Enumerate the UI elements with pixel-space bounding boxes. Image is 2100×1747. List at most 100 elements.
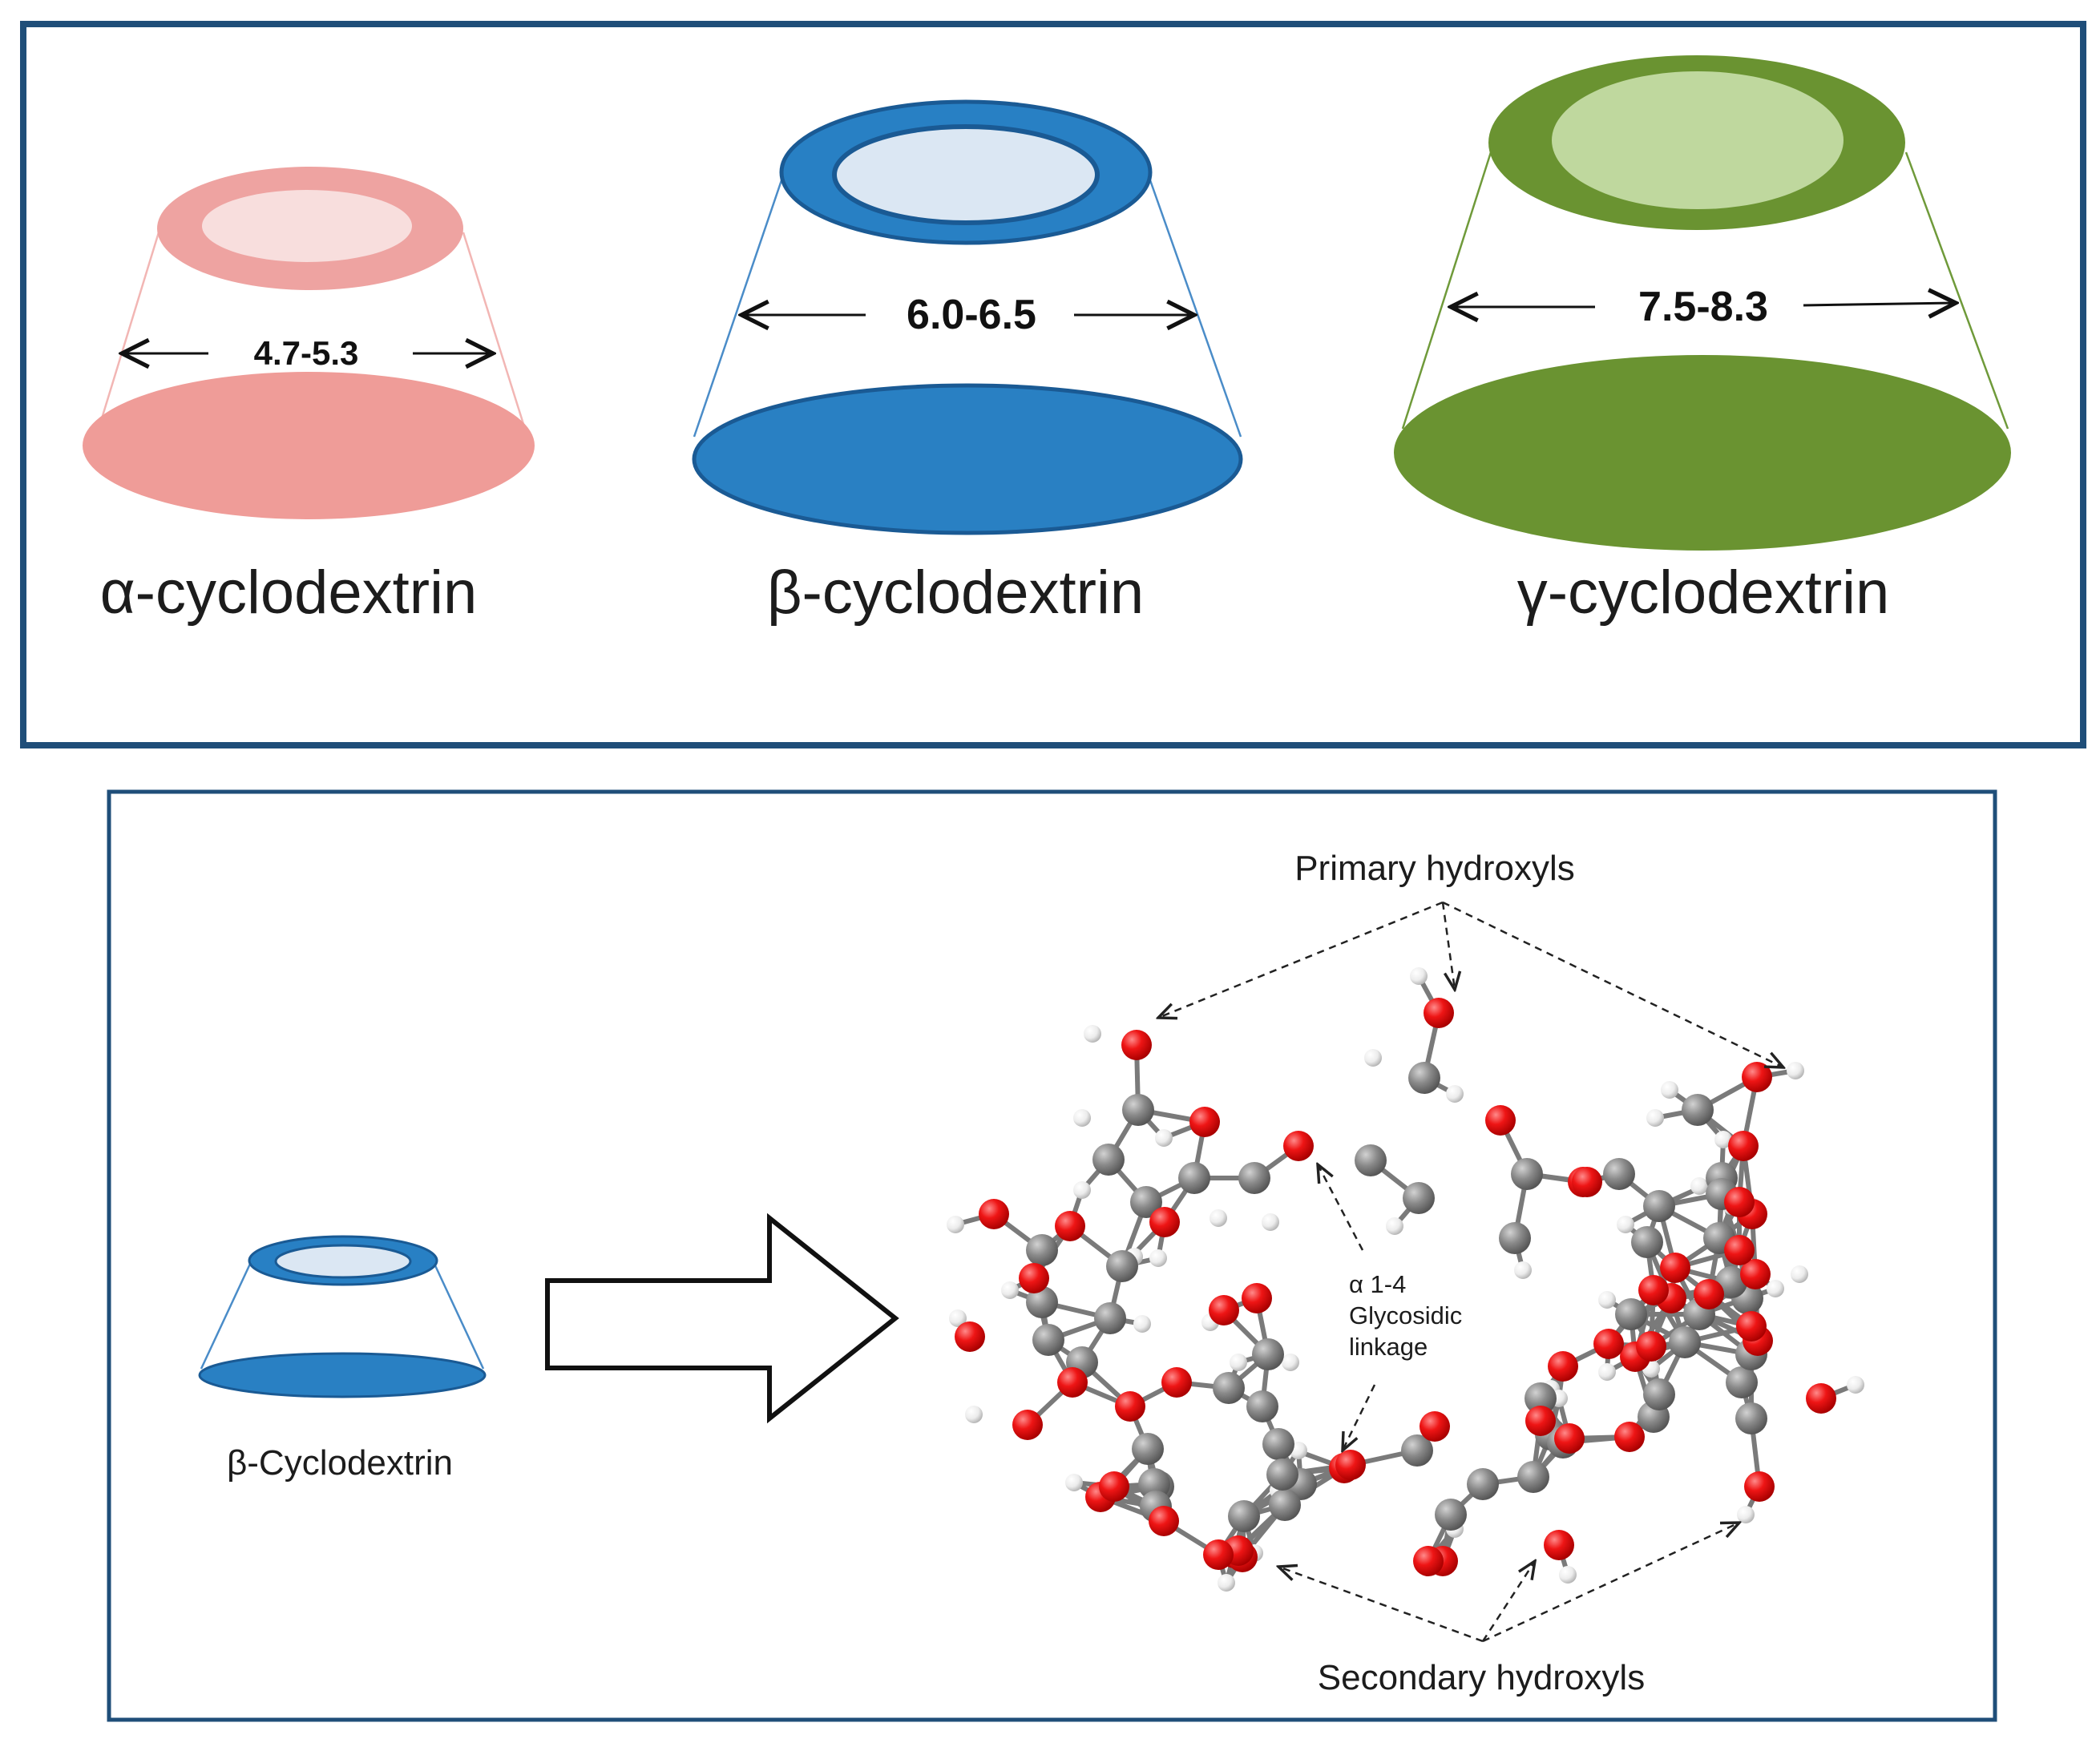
carbon-atom xyxy=(1246,1390,1278,1422)
hydrogen-atom xyxy=(1767,1280,1784,1297)
hydrogen-atom xyxy=(1149,1249,1167,1267)
carbon-atom xyxy=(1517,1461,1549,1493)
carbon-atom xyxy=(1178,1162,1210,1194)
carbon-atom xyxy=(1130,1186,1162,1218)
alpha-cyclodextrin-label: α-cyclodextrin xyxy=(100,559,478,627)
alpha-cyclodextrin-cone: 4.7-5.3 xyxy=(83,167,535,519)
oxygen-atom xyxy=(1283,1131,1314,1161)
oxygen-atom xyxy=(1736,1311,1767,1342)
carbon-atom xyxy=(1403,1182,1435,1214)
primary-hydroxyls-label: Primary hydroxyls xyxy=(1294,849,1575,888)
carbon-atom xyxy=(1735,1402,1767,1434)
oxygen-atom xyxy=(1660,1253,1690,1283)
carbon-atom xyxy=(1643,1190,1675,1222)
hydrogen-atom xyxy=(1210,1209,1227,1227)
carbon-atom xyxy=(1213,1372,1245,1404)
carbon-atom xyxy=(1132,1433,1164,1465)
gamma-cavity-diameter: 7.5-8.3 xyxy=(1638,284,1768,330)
hydrogen-atom xyxy=(1646,1109,1664,1127)
secondary-hydroxyls-label: Secondary hydroxyls xyxy=(1318,1658,1645,1697)
carbon-atom xyxy=(1266,1459,1298,1491)
beta-cavity xyxy=(832,124,1100,225)
carbon-atom xyxy=(1228,1500,1260,1532)
carbon-atom xyxy=(1252,1338,1284,1370)
oxygen-atom xyxy=(1121,1030,1152,1060)
hydrogen-atom xyxy=(1073,1181,1091,1199)
beta-cavity-diameter: 6.0-6.5 xyxy=(907,292,1036,338)
carbon-atom xyxy=(1467,1468,1499,1500)
hydrogen-atom xyxy=(1690,1177,1708,1195)
oxygen-atom xyxy=(1554,1423,1585,1454)
carbon-atom xyxy=(1631,1226,1663,1258)
hydrogen-atom xyxy=(1364,1049,1382,1067)
oxygen-atom xyxy=(1636,1331,1666,1362)
hydrogen-atom xyxy=(1737,1506,1755,1523)
oxygen-atom xyxy=(1149,1207,1180,1237)
hydrogen-atom xyxy=(1001,1281,1019,1299)
carbon-atom xyxy=(1092,1144,1125,1176)
glycosidic-linkage-pointers xyxy=(1318,1164,1376,1450)
oxygen-atom xyxy=(1012,1410,1043,1440)
alpha-base xyxy=(83,372,535,519)
oxygen-atom xyxy=(1057,1367,1088,1398)
carbon-atom xyxy=(1262,1428,1294,1460)
gamma-cyclodextrin-cone: 7.5-8.3 xyxy=(1394,55,2011,551)
carbon-atom xyxy=(1669,1326,1701,1358)
carbon-atom xyxy=(1269,1489,1301,1521)
oxygen-atom xyxy=(1638,1275,1669,1305)
beta-cyclodextrin-icon xyxy=(198,1235,487,1398)
carbon-atom xyxy=(1355,1144,1387,1176)
hydrogen-atom xyxy=(1559,1566,1577,1584)
hydrogen-atom xyxy=(1410,967,1428,985)
oxygen-atom xyxy=(1420,1411,1450,1442)
secondary-hydroxyl-pointers xyxy=(1278,1523,1739,1643)
oxygen-atom xyxy=(1115,1391,1145,1422)
beta-cyclodextrin-cone: 6.0-6.5 xyxy=(692,99,1243,535)
gamma-base xyxy=(1394,355,2011,551)
carbon-atom xyxy=(1435,1499,1467,1531)
hydrogen-atom xyxy=(1617,1216,1634,1233)
hydrogen-atom xyxy=(1446,1085,1464,1103)
oxygen-atom xyxy=(1485,1105,1516,1136)
carbon-atom xyxy=(1643,1378,1675,1410)
oxygen-atom xyxy=(979,1199,1009,1229)
hydrogen-atom xyxy=(1073,1109,1091,1127)
hydrogen-atom xyxy=(1262,1213,1279,1231)
alpha-cavity xyxy=(202,190,412,262)
beta-cyclodextrin-icon-label: β-Cyclodextrin xyxy=(227,1443,453,1483)
primary-hydroxyl-pointers xyxy=(1158,901,1783,1067)
beta-cyclodextrin-label: β-cyclodextrin xyxy=(767,559,1144,627)
carbon-atom xyxy=(1499,1222,1531,1254)
carbon-atom xyxy=(1026,1234,1058,1266)
carbon-atom xyxy=(1401,1434,1433,1467)
carbon-atom xyxy=(1238,1162,1270,1194)
gamma-dimension-arrow-right xyxy=(1803,303,1956,305)
carbon-atom xyxy=(1026,1286,1058,1318)
glycosidic-linkage-label-line2: Glycosidic xyxy=(1349,1301,1462,1329)
oxygen-atom xyxy=(1149,1506,1179,1536)
hydrogen-atom xyxy=(1230,1354,1247,1371)
alpha-cavity-diameter: 4.7-5.3 xyxy=(254,334,359,372)
gamma-cavity xyxy=(1552,71,1844,209)
hydrogen-atom xyxy=(1598,1363,1616,1381)
oxygen-atom xyxy=(1055,1211,1085,1241)
carbon-atom xyxy=(1122,1094,1154,1126)
hydrogen-atom xyxy=(1386,1217,1403,1235)
oxygen-atom xyxy=(1724,1187,1755,1217)
oxygen-atom xyxy=(1544,1530,1574,1560)
oxygen-atom xyxy=(1019,1263,1049,1293)
oxygen-atom xyxy=(1242,1283,1272,1313)
carbon-atom xyxy=(1094,1302,1126,1334)
hydrogen-atom xyxy=(1218,1574,1235,1592)
carbon-atom xyxy=(1682,1094,1714,1126)
oxygen-atom xyxy=(1209,1295,1239,1325)
oxygen-atom xyxy=(1548,1351,1578,1382)
hydrogen-atom xyxy=(1065,1474,1083,1491)
gamma-cyclodextrin-label: γ-cyclodextrin xyxy=(1517,559,1890,627)
oxygen-atom xyxy=(1593,1329,1624,1359)
hydrogen-atom xyxy=(1598,1291,1616,1309)
hydrogen-atom xyxy=(947,1216,964,1233)
oxygen-atom xyxy=(1099,1471,1129,1502)
hydrogen-atom xyxy=(1133,1315,1151,1333)
carbon-atom xyxy=(1726,1366,1758,1398)
